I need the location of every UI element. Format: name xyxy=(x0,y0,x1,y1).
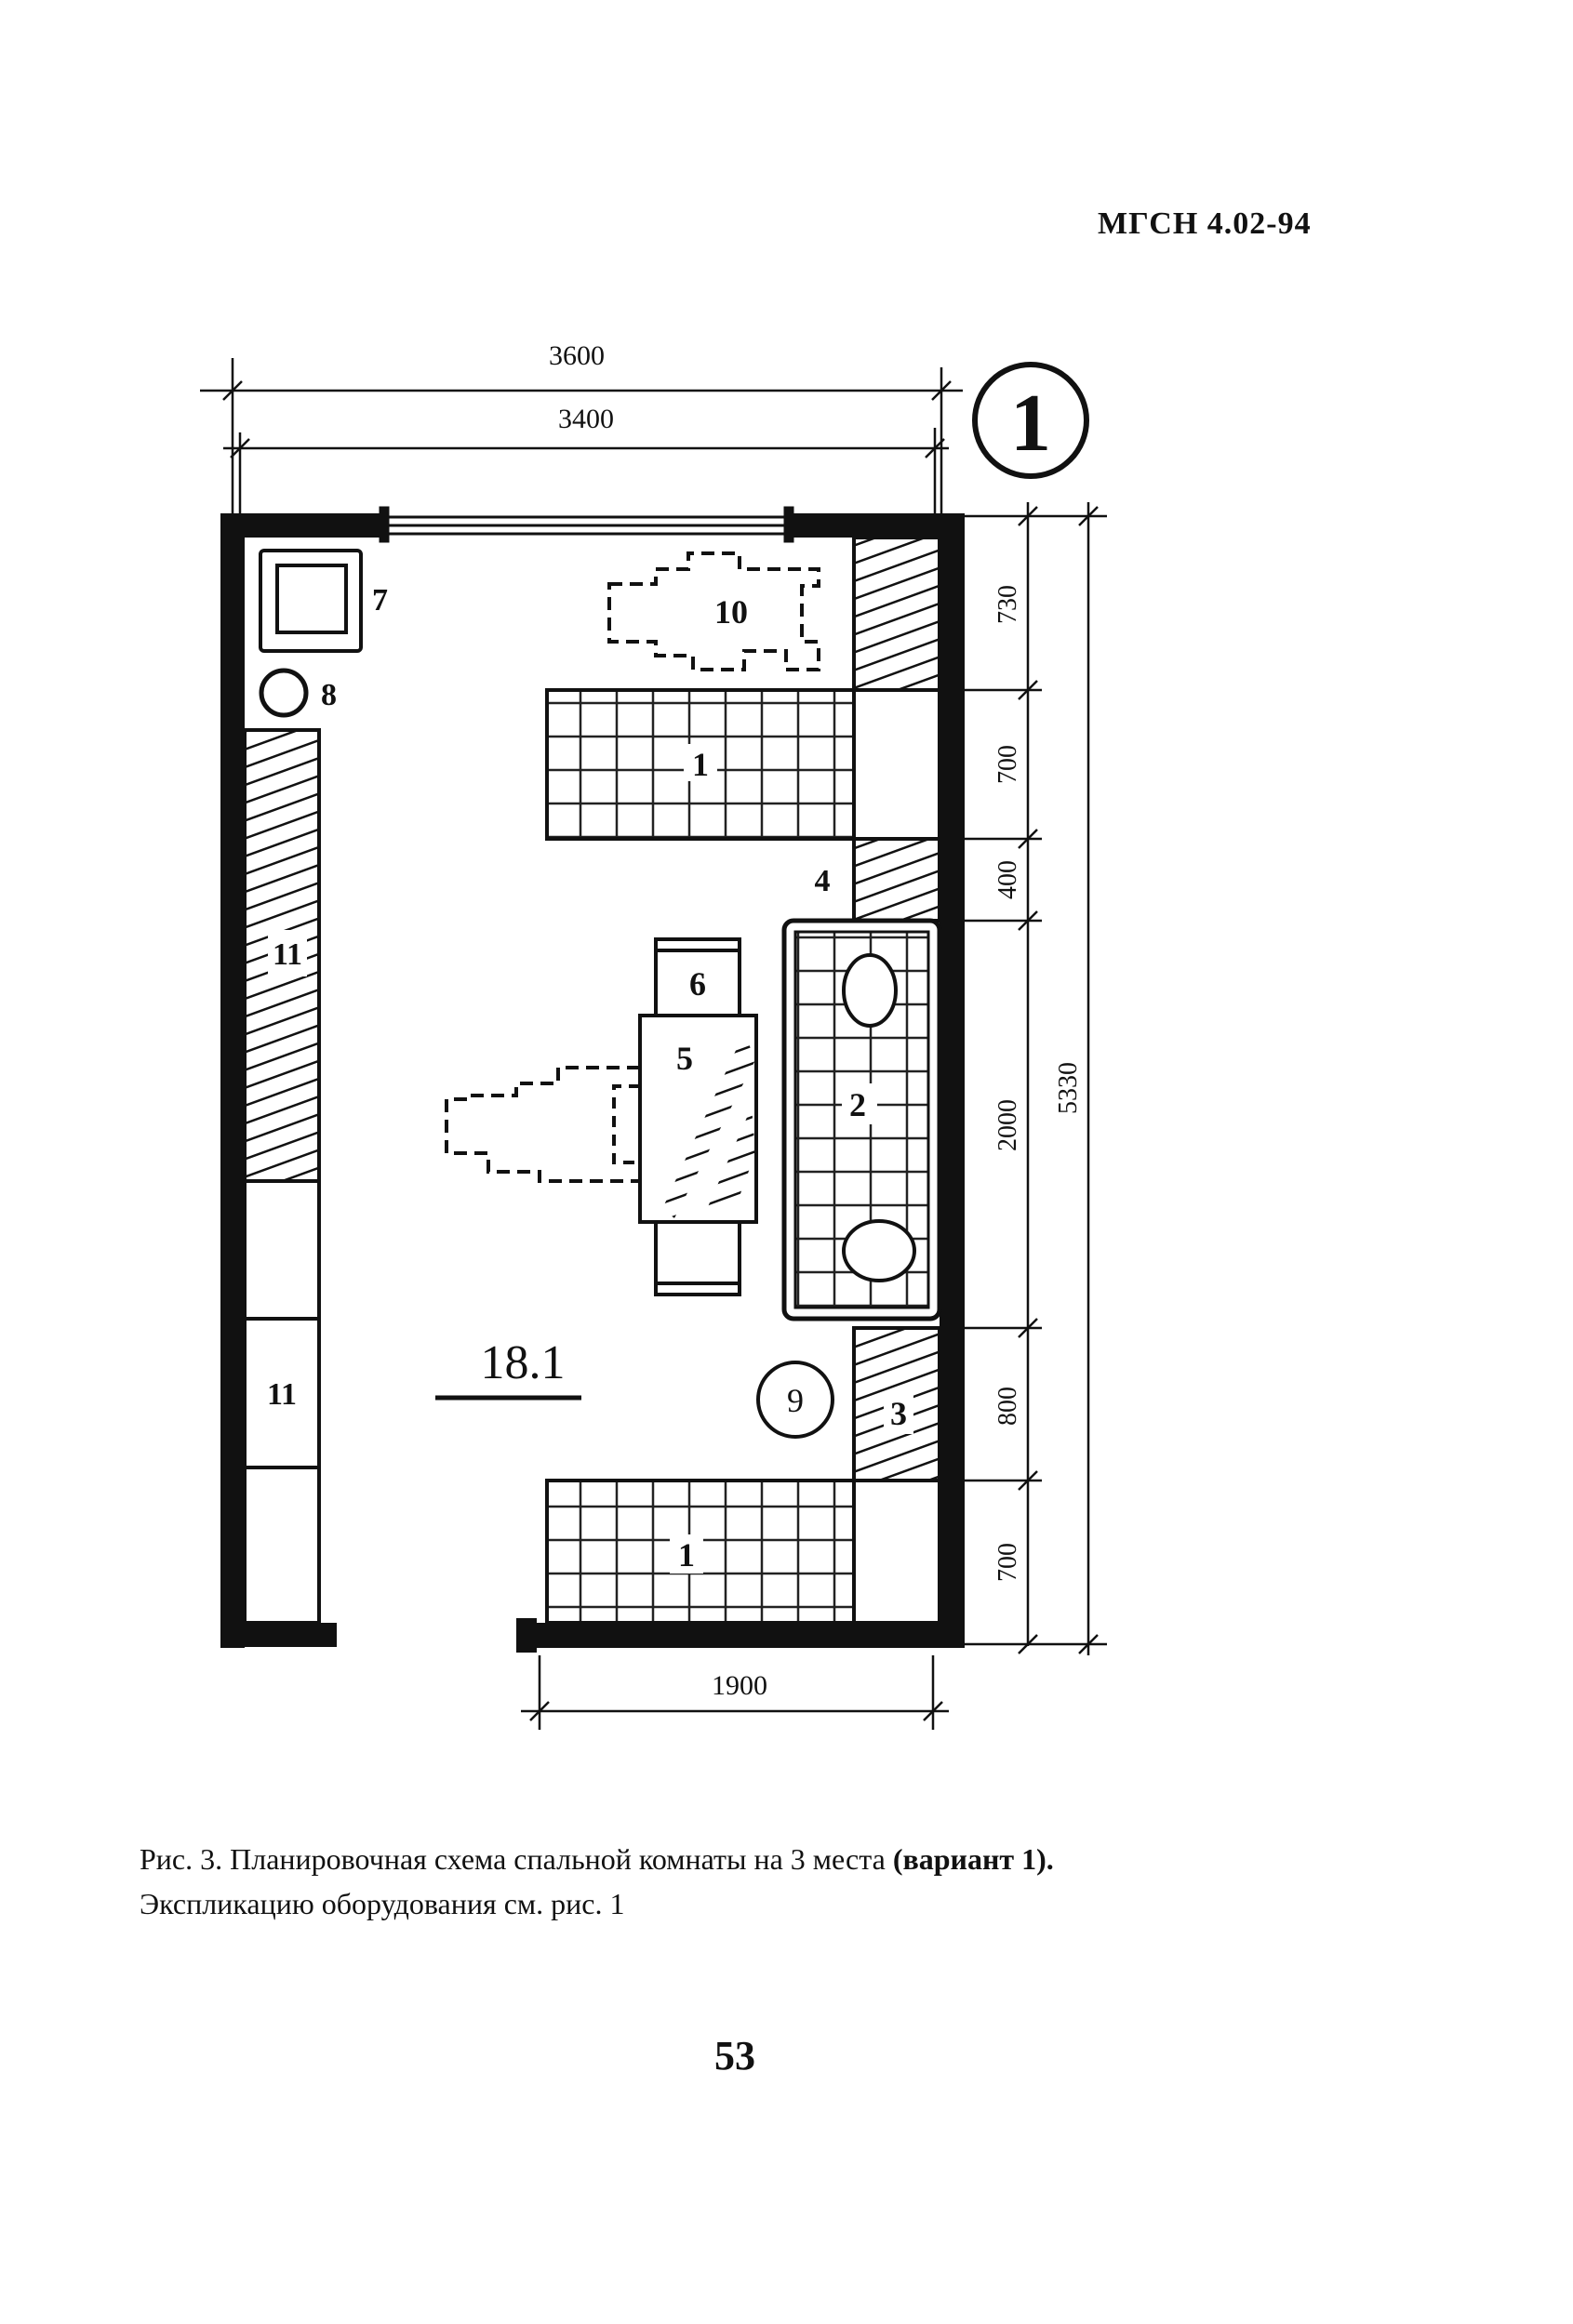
dashed-chair-outline xyxy=(612,1084,640,1164)
lamp-number: 8 xyxy=(321,678,337,712)
dimension-700-bottom-label: 700 xyxy=(993,1543,1022,1582)
caption-line-1: Рис. 3. Планировочная схема спальной ком… xyxy=(140,1837,1302,1881)
sofa-bed xyxy=(781,918,942,1321)
bed-bottom xyxy=(545,1479,941,1625)
cabinet-number: 3 xyxy=(890,1395,907,1432)
window xyxy=(379,506,794,543)
desk-number: 5 xyxy=(676,1040,693,1077)
bed-top xyxy=(545,688,941,841)
bottom-dimension-1900 xyxy=(521,1655,949,1730)
dimension-2000-label: 2000 xyxy=(993,1099,1022,1151)
top-dimension-3600 xyxy=(200,358,963,521)
dimension-1900-label: 1900 xyxy=(712,1670,767,1701)
wardrobe-left-top-number: 11 xyxy=(273,937,302,972)
document-code: МГСН 4.02-94 xyxy=(1098,206,1312,241)
dashed-desk-number: 10 xyxy=(714,593,748,631)
caption-variant: (вариант 1). xyxy=(892,1842,1054,1876)
dimension-400-label: 400 xyxy=(993,860,1022,899)
caption-text: Рис. 3. Планировочная схема спальной ком… xyxy=(140,1842,886,1876)
room-area: 18.1 xyxy=(481,1336,566,1389)
figure-caption: Рис. 3. Планировочная схема спальной ком… xyxy=(140,1837,1302,1926)
wardrobe-left-bottom xyxy=(243,1179,321,1625)
variant-mark-circle xyxy=(972,362,1089,479)
dimension-800-label: 800 xyxy=(993,1387,1022,1426)
page-number: 53 xyxy=(714,2033,755,2078)
circle-mark-number: 9 xyxy=(787,1382,804,1419)
chair-number: 6 xyxy=(689,965,706,1003)
dimension-5330-label: 5330 xyxy=(1054,1062,1083,1114)
wardrobe-left-bottom-number: 11 xyxy=(267,1377,297,1412)
armchair-number: 7 xyxy=(372,583,388,618)
shelf xyxy=(852,837,941,923)
circle-mark xyxy=(756,1361,834,1439)
floor-plan: 3600 3400 1 xyxy=(200,340,1107,1730)
walls xyxy=(220,506,965,1653)
dimension-3400-label: 3400 xyxy=(558,404,614,434)
bed-bottom-number: 1 xyxy=(678,1536,695,1574)
desk xyxy=(638,1014,758,1224)
variant-mark-label: 1 xyxy=(1010,378,1051,469)
bed-top-number: 1 xyxy=(692,746,709,783)
lamp xyxy=(259,668,309,718)
dashed-workplace-outline xyxy=(445,1066,640,1183)
cabinet-top-right xyxy=(852,536,941,693)
dashed-desk-outline xyxy=(607,551,820,671)
wardrobe-left-top xyxy=(243,728,321,1183)
top-dimension-3400 xyxy=(223,428,949,521)
dimension-730-label: 730 xyxy=(993,585,1022,624)
shelf-number: 4 xyxy=(815,864,831,898)
sofa-bed-number: 2 xyxy=(849,1086,866,1123)
dimension-700-top-label: 700 xyxy=(993,745,1022,784)
armchair xyxy=(259,549,363,653)
right-dimension-chain xyxy=(963,502,1107,1655)
chair-bottom xyxy=(654,1220,741,1296)
dimension-3600-label: 3600 xyxy=(549,340,605,371)
caption-line-2: Экспликацию оборудования см. рис. 1 xyxy=(140,1887,625,1920)
